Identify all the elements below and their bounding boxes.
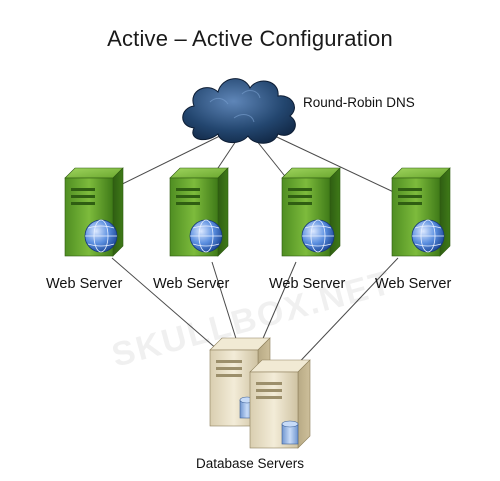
link-ws2-db bbox=[211, 261, 239, 346]
link-ws1-db bbox=[111, 257, 219, 351]
dns-label: Round-Robin DNS bbox=[303, 95, 415, 110]
web-server-icon bbox=[281, 167, 341, 257]
web-server-icon bbox=[391, 167, 451, 257]
link-ws3-db bbox=[257, 261, 297, 351]
diagram-title: Active – Active Configuration bbox=[107, 26, 393, 51]
cloud-icon bbox=[182, 78, 296, 144]
web-server-icon bbox=[169, 167, 229, 257]
database-server-icon-front bbox=[249, 359, 311, 449]
web-server-label: Web Server bbox=[153, 276, 230, 292]
link-ws4-db bbox=[289, 257, 399, 373]
connection-lines bbox=[99, 129, 401, 373]
web-server-label: Web Server bbox=[375, 276, 452, 292]
web-server-icon bbox=[64, 167, 124, 257]
web-server-label: Web Server bbox=[269, 276, 346, 292]
web-server-label: Web Server bbox=[46, 276, 123, 292]
link-dns-ws4 bbox=[261, 129, 401, 196]
database-label: Database Servers bbox=[196, 456, 305, 471]
